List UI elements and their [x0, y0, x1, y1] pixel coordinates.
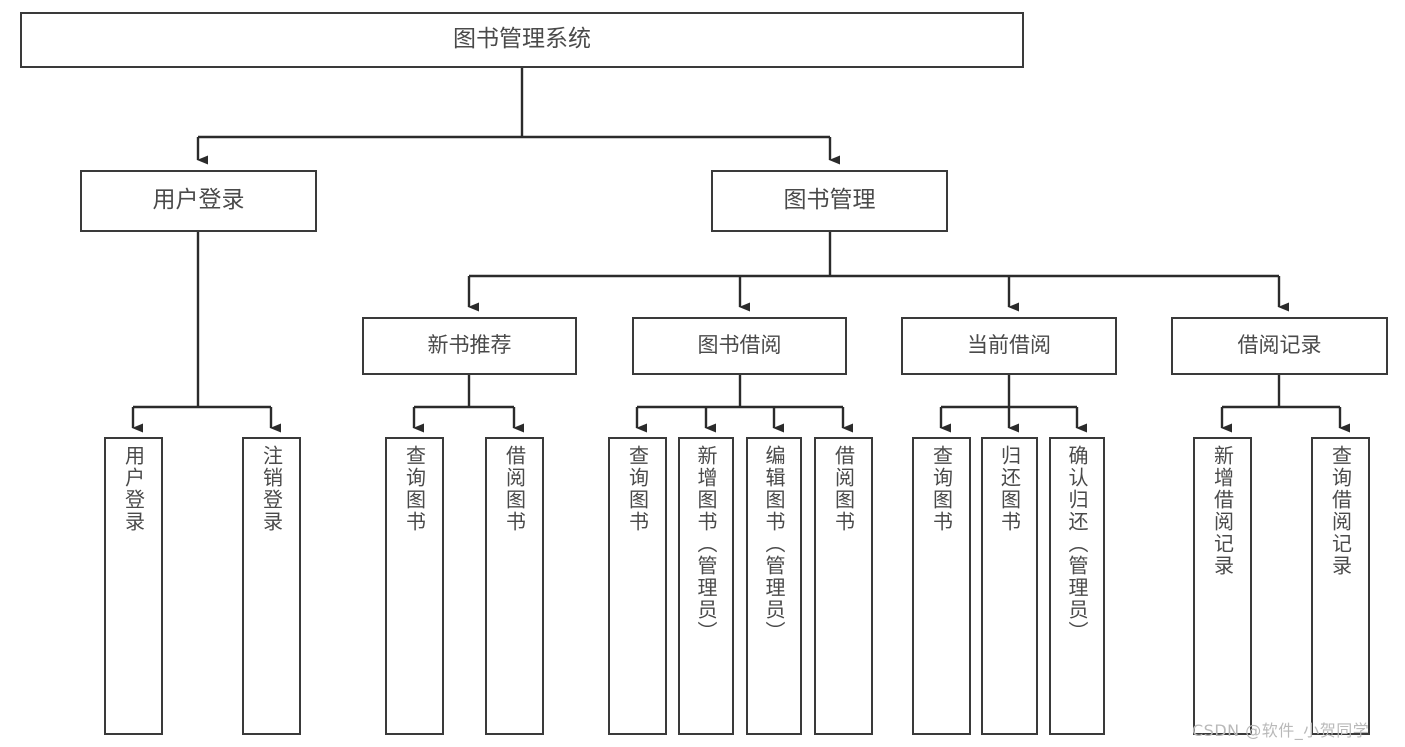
node-current-borrow[interactable]: 当前借阅 — [901, 317, 1117, 375]
node-label: 借阅记录 — [1237, 333, 1322, 358]
node-new-book-recommend[interactable]: 新书推荐 — [362, 317, 577, 375]
node-label: 当前借阅 — [967, 333, 1051, 358]
leaf-user-login-logout[interactable]: 注销登录 — [242, 437, 301, 735]
node-root-book-management-system[interactable]: 图书管理系统 — [20, 12, 1024, 68]
node-label: 新增借阅记录 — [1210, 445, 1235, 577]
watermark-csdn: CSDN @软件_小贺同学 — [1192, 721, 1370, 740]
leaf-current-return-book[interactable]: 归还图书 — [981, 437, 1038, 735]
node-label: 注销登录 — [259, 445, 284, 533]
node-label: 图书管理系统 — [453, 26, 591, 53]
node-borrow-record[interactable]: 借阅记录 — [1171, 317, 1388, 375]
node-label: 确认归还（管理员） — [1065, 445, 1089, 643]
node-label: 归还图书 — [997, 445, 1022, 533]
leaf-borrow-query-book[interactable]: 查询图书 — [608, 437, 667, 735]
node-label: 编辑图书（管理员） — [762, 445, 786, 643]
leaf-current-confirm-return-admin[interactable]: 确认归还（管理员） — [1049, 437, 1105, 735]
leaf-newbook-borrow-book[interactable]: 借阅图书 — [485, 437, 544, 735]
node-label: 查询图书 — [625, 445, 650, 533]
node-book-borrow[interactable]: 图书借阅 — [632, 317, 847, 375]
node-label: 借阅图书 — [502, 445, 527, 533]
node-label: 图书管理 — [783, 187, 876, 214]
node-label: 图书借阅 — [697, 333, 782, 358]
node-label: 新书推荐 — [427, 333, 512, 358]
leaf-current-query-book[interactable]: 查询图书 — [912, 437, 971, 735]
leaf-record-add-record[interactable]: 新增借阅记录 — [1193, 437, 1252, 735]
node-label: 用户登录 — [152, 187, 245, 214]
leaf-borrow-borrow-book[interactable]: 借阅图书 — [814, 437, 873, 735]
leaf-user-login-login[interactable]: 用户登录 — [104, 437, 163, 735]
node-label: 借阅图书 — [831, 445, 856, 533]
leaf-borrow-edit-book-admin[interactable]: 编辑图书（管理员） — [746, 437, 802, 735]
node-label: 查询图书 — [402, 445, 427, 533]
node-label: 查询图书 — [929, 445, 954, 533]
node-label: 查询借阅记录 — [1328, 445, 1353, 577]
node-label: 用户登录 — [121, 445, 146, 533]
leaf-borrow-add-book-admin[interactable]: 新增图书（管理员） — [678, 437, 734, 735]
leaf-record-query-record[interactable]: 查询借阅记录 — [1311, 437, 1370, 735]
leaf-newbook-query-book[interactable]: 查询图书 — [385, 437, 444, 735]
node-label: 新增图书（管理员） — [694, 445, 718, 643]
node-book-management[interactable]: 图书管理 — [711, 170, 948, 232]
node-user-login[interactable]: 用户登录 — [80, 170, 317, 232]
